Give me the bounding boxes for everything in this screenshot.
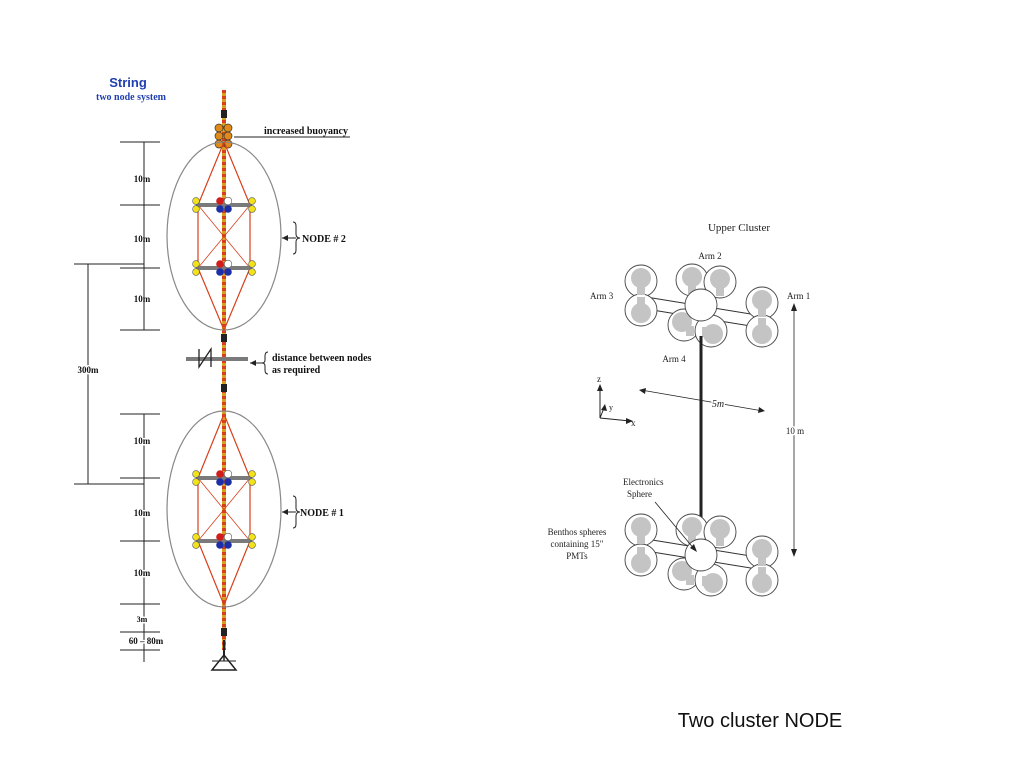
string-title: String: [109, 75, 147, 90]
dim-total: 300m: [78, 365, 100, 375]
dim-10m: 10 m: [786, 426, 804, 436]
label-arm-2: Arm 2: [698, 251, 721, 261]
node-2-bracket: [292, 221, 301, 255]
dim-3m: 3m: [137, 615, 148, 624]
dim-node1-a: 10m: [134, 436, 151, 446]
axes-indicator: [597, 384, 633, 424]
slide-caption: Two cluster NODE: [678, 710, 842, 732]
label-node-2: NODE # 2: [302, 234, 346, 245]
cluster-diagram: Upper Cluster: [548, 222, 810, 597]
upper-pmt-photocathodes: [631, 267, 772, 344]
dim-node1-c: 10m: [134, 568, 151, 578]
dim-5m: 5m: [712, 399, 724, 410]
label-increased-buoyancy: increased buoyancy: [264, 126, 348, 137]
label-benthos-line1: Benthos spheres: [548, 527, 607, 537]
label-arm-1: Arm 1: [787, 291, 810, 301]
distance-bracket: [261, 351, 269, 375]
label-electronics-line2: Sphere: [627, 489, 652, 499]
dimension-scale-node-1: [120, 413, 160, 662]
dimension-scale-total: [74, 263, 144, 485]
label-benthos-line2: containing 15": [551, 539, 604, 549]
node-1-bracket: [292, 495, 301, 529]
anchor-icon: [210, 653, 238, 671]
electronics-leader: [654, 501, 696, 551]
string-subtitle: two node system: [96, 92, 167, 103]
dim-node1-b: 10m: [134, 508, 151, 518]
dimension-10m: [791, 303, 797, 557]
label-distance-line2: as required: [272, 365, 321, 376]
node-2: [166, 141, 282, 331]
label-node-1: NODE # 1: [300, 508, 344, 519]
label-distance-line1: distance between nodes: [272, 353, 372, 364]
string-diagram: String two node system increased buoyanc…: [74, 75, 372, 671]
upper-electronics-sphere: [684, 288, 718, 322]
dim-anchor: 60 – 80m: [129, 636, 164, 646]
dimension-5m: [639, 388, 765, 413]
dim-node2-b: 10m: [134, 234, 151, 244]
axis-y-label: y: [609, 403, 613, 412]
label-benthos-line3: PMTs: [566, 551, 588, 561]
node-1: [166, 410, 282, 608]
axis-z-label: z: [597, 374, 601, 384]
dim-node2-a: 10m: [134, 174, 151, 184]
label-electronics-line1: Electronics: [623, 477, 664, 487]
main-cable: [221, 90, 227, 655]
axis-x-label: x: [631, 418, 636, 428]
cluster-title: Upper Cluster: [708, 222, 770, 234]
label-arm-3: Arm 3: [590, 291, 614, 301]
distance-break: [186, 346, 248, 370]
dim-node2-c: 10m: [134, 294, 151, 304]
label-arm-4: Arm 4: [662, 354, 686, 364]
lower-pmt-photocathodes: [631, 517, 772, 593]
dimension-scale-node-2: [120, 141, 160, 331]
